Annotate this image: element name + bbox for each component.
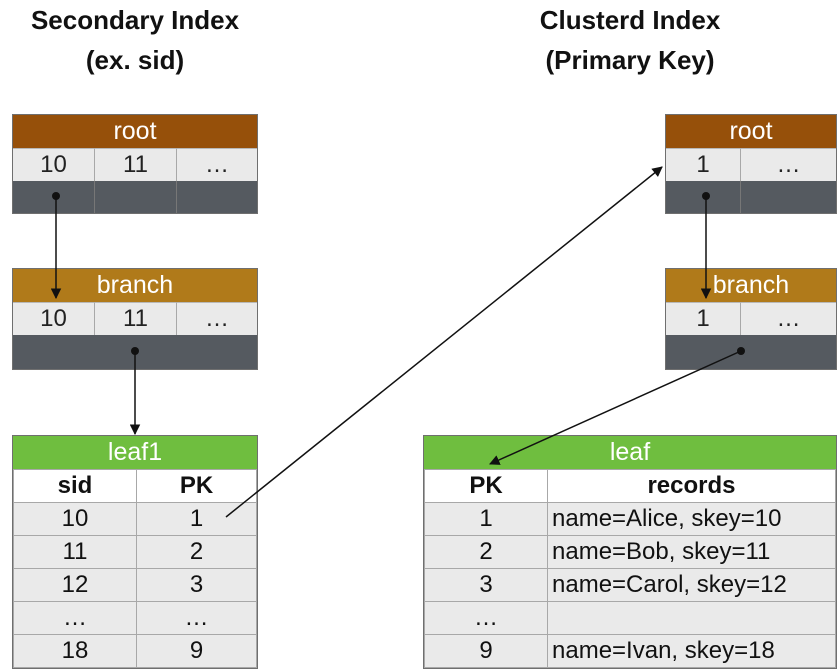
clustered-root-label: root bbox=[666, 115, 836, 148]
clustered-branch-pointer-area bbox=[666, 335, 836, 369]
pk-cell: 2 bbox=[424, 535, 548, 569]
table-row: 12 3 bbox=[13, 568, 257, 602]
record-cell: name=Carol, skey=12 bbox=[547, 568, 836, 602]
secondary-branch-key-1: 10 bbox=[13, 302, 95, 335]
clustered-leaf-label: leaf bbox=[424, 436, 836, 469]
clustered-leaf-header-records: records bbox=[547, 469, 836, 503]
sid-cell: 12 bbox=[13, 568, 137, 602]
clustered-branch-key-2: … bbox=[741, 302, 836, 335]
pk-cell: 1 bbox=[424, 502, 548, 536]
secondary-branch-keys: 10 11 … bbox=[13, 302, 257, 335]
record-cell bbox=[547, 601, 836, 635]
table-row: 2 name=Bob, skey=11 bbox=[424, 535, 836, 569]
secondary-root-key-2: 11 bbox=[95, 148, 177, 181]
secondary-root-node: root 10 11 … bbox=[12, 114, 258, 214]
secondary-branch-label: branch bbox=[13, 269, 257, 302]
pk-cell: … bbox=[424, 601, 548, 635]
pk-cell: 9 bbox=[136, 634, 257, 668]
secondary-branch-node: branch 10 11 … bbox=[12, 268, 258, 370]
secondary-leaf-label: leaf1 bbox=[13, 436, 257, 469]
secondary-leaf-header-sid: sid bbox=[13, 469, 137, 503]
record-cell: name=Bob, skey=11 bbox=[547, 535, 836, 569]
table-row: 9 name=Ivan, skey=18 bbox=[424, 634, 836, 668]
secondary-root-label: root bbox=[13, 115, 257, 148]
sid-cell: 10 bbox=[13, 502, 137, 536]
secondary-root-pointer-1 bbox=[13, 181, 95, 213]
pk-cell: 1 bbox=[136, 502, 257, 536]
sid-cell: 11 bbox=[13, 535, 137, 569]
table-row: … bbox=[424, 601, 836, 635]
secondary-branch-key-2: 11 bbox=[95, 302, 177, 335]
secondary-root-keys: 10 11 … bbox=[13, 148, 257, 181]
clustered-root-key-2: … bbox=[741, 148, 836, 181]
secondary-index-title: Secondary Index (ex. sid) bbox=[0, 0, 270, 80]
pk-cell: 3 bbox=[424, 568, 548, 602]
clustered-root-node: root 1 … bbox=[665, 114, 837, 214]
secondary-root-pointer-2 bbox=[95, 181, 177, 213]
clustered-root-pointers bbox=[666, 181, 836, 213]
table-row: 1 name=Alice, skey=10 bbox=[424, 502, 836, 536]
table-row: 18 9 bbox=[13, 634, 257, 668]
clustered-leaf-table: PK records 1 name=Alice, skey=10 2 name=… bbox=[424, 469, 836, 668]
secondary-root-key-3: … bbox=[177, 148, 257, 181]
clustered-index-title-line1: Clusterd Index bbox=[539, 5, 721, 35]
sid-cell: … bbox=[13, 601, 137, 635]
clustered-branch-pointers bbox=[666, 335, 836, 369]
clustered-leaf-node: leaf PK records 1 name=Alice, skey=10 2 … bbox=[423, 435, 837, 669]
secondary-branch-pointers bbox=[13, 335, 257, 369]
sid-cell: 18 bbox=[13, 634, 137, 668]
clustered-leaf-header-pk: PK bbox=[424, 469, 548, 503]
clustered-root-key-1: 1 bbox=[666, 148, 741, 181]
secondary-root-pointers bbox=[13, 181, 257, 213]
pk-cell: 3 bbox=[136, 568, 257, 602]
clustered-index-title: Clusterd Index (Primary Key) bbox=[490, 0, 770, 80]
secondary-leaf-header-row: sid PK bbox=[13, 469, 257, 503]
table-row: 3 name=Carol, skey=12 bbox=[424, 568, 836, 602]
table-row: … … bbox=[13, 601, 257, 635]
clustered-branch-node: branch 1 … bbox=[665, 268, 837, 370]
clustered-branch-keys: 1 … bbox=[666, 302, 836, 335]
record-cell: name=Ivan, skey=18 bbox=[547, 634, 836, 668]
secondary-branch-key-3: … bbox=[177, 302, 257, 335]
secondary-index-title-line2: (ex. sid) bbox=[85, 45, 185, 75]
clustered-index-title-line2: (Primary Key) bbox=[545, 45, 715, 75]
table-row: 11 2 bbox=[13, 535, 257, 569]
secondary-root-key-1: 10 bbox=[13, 148, 95, 181]
clustered-branch-label: branch bbox=[666, 269, 836, 302]
clustered-root-pointer-1 bbox=[666, 181, 741, 213]
pk-cell: 9 bbox=[424, 634, 548, 668]
pk-cell: … bbox=[136, 601, 257, 635]
clustered-root-keys: 1 … bbox=[666, 148, 836, 181]
clustered-branch-key-1: 1 bbox=[666, 302, 741, 335]
secondary-leaf-table: sid PK 10 1 11 2 12 3 … … 18 9 bbox=[13, 469, 257, 668]
table-row: 10 1 bbox=[13, 502, 257, 536]
clustered-leaf-header-row: PK records bbox=[424, 469, 836, 503]
pk-cell: 2 bbox=[136, 535, 257, 569]
secondary-leaf-node: leaf1 sid PK 10 1 11 2 12 3 … … 18 9 bbox=[12, 435, 258, 669]
secondary-leaf-header-pk: PK bbox=[136, 469, 257, 503]
secondary-index-title-line1: Secondary Index bbox=[30, 5, 240, 35]
secondary-branch-pointer-area bbox=[13, 335, 257, 369]
clustered-root-pointer-2 bbox=[741, 181, 836, 213]
record-cell: name=Alice, skey=10 bbox=[547, 502, 836, 536]
secondary-root-pointer-3 bbox=[177, 181, 257, 213]
